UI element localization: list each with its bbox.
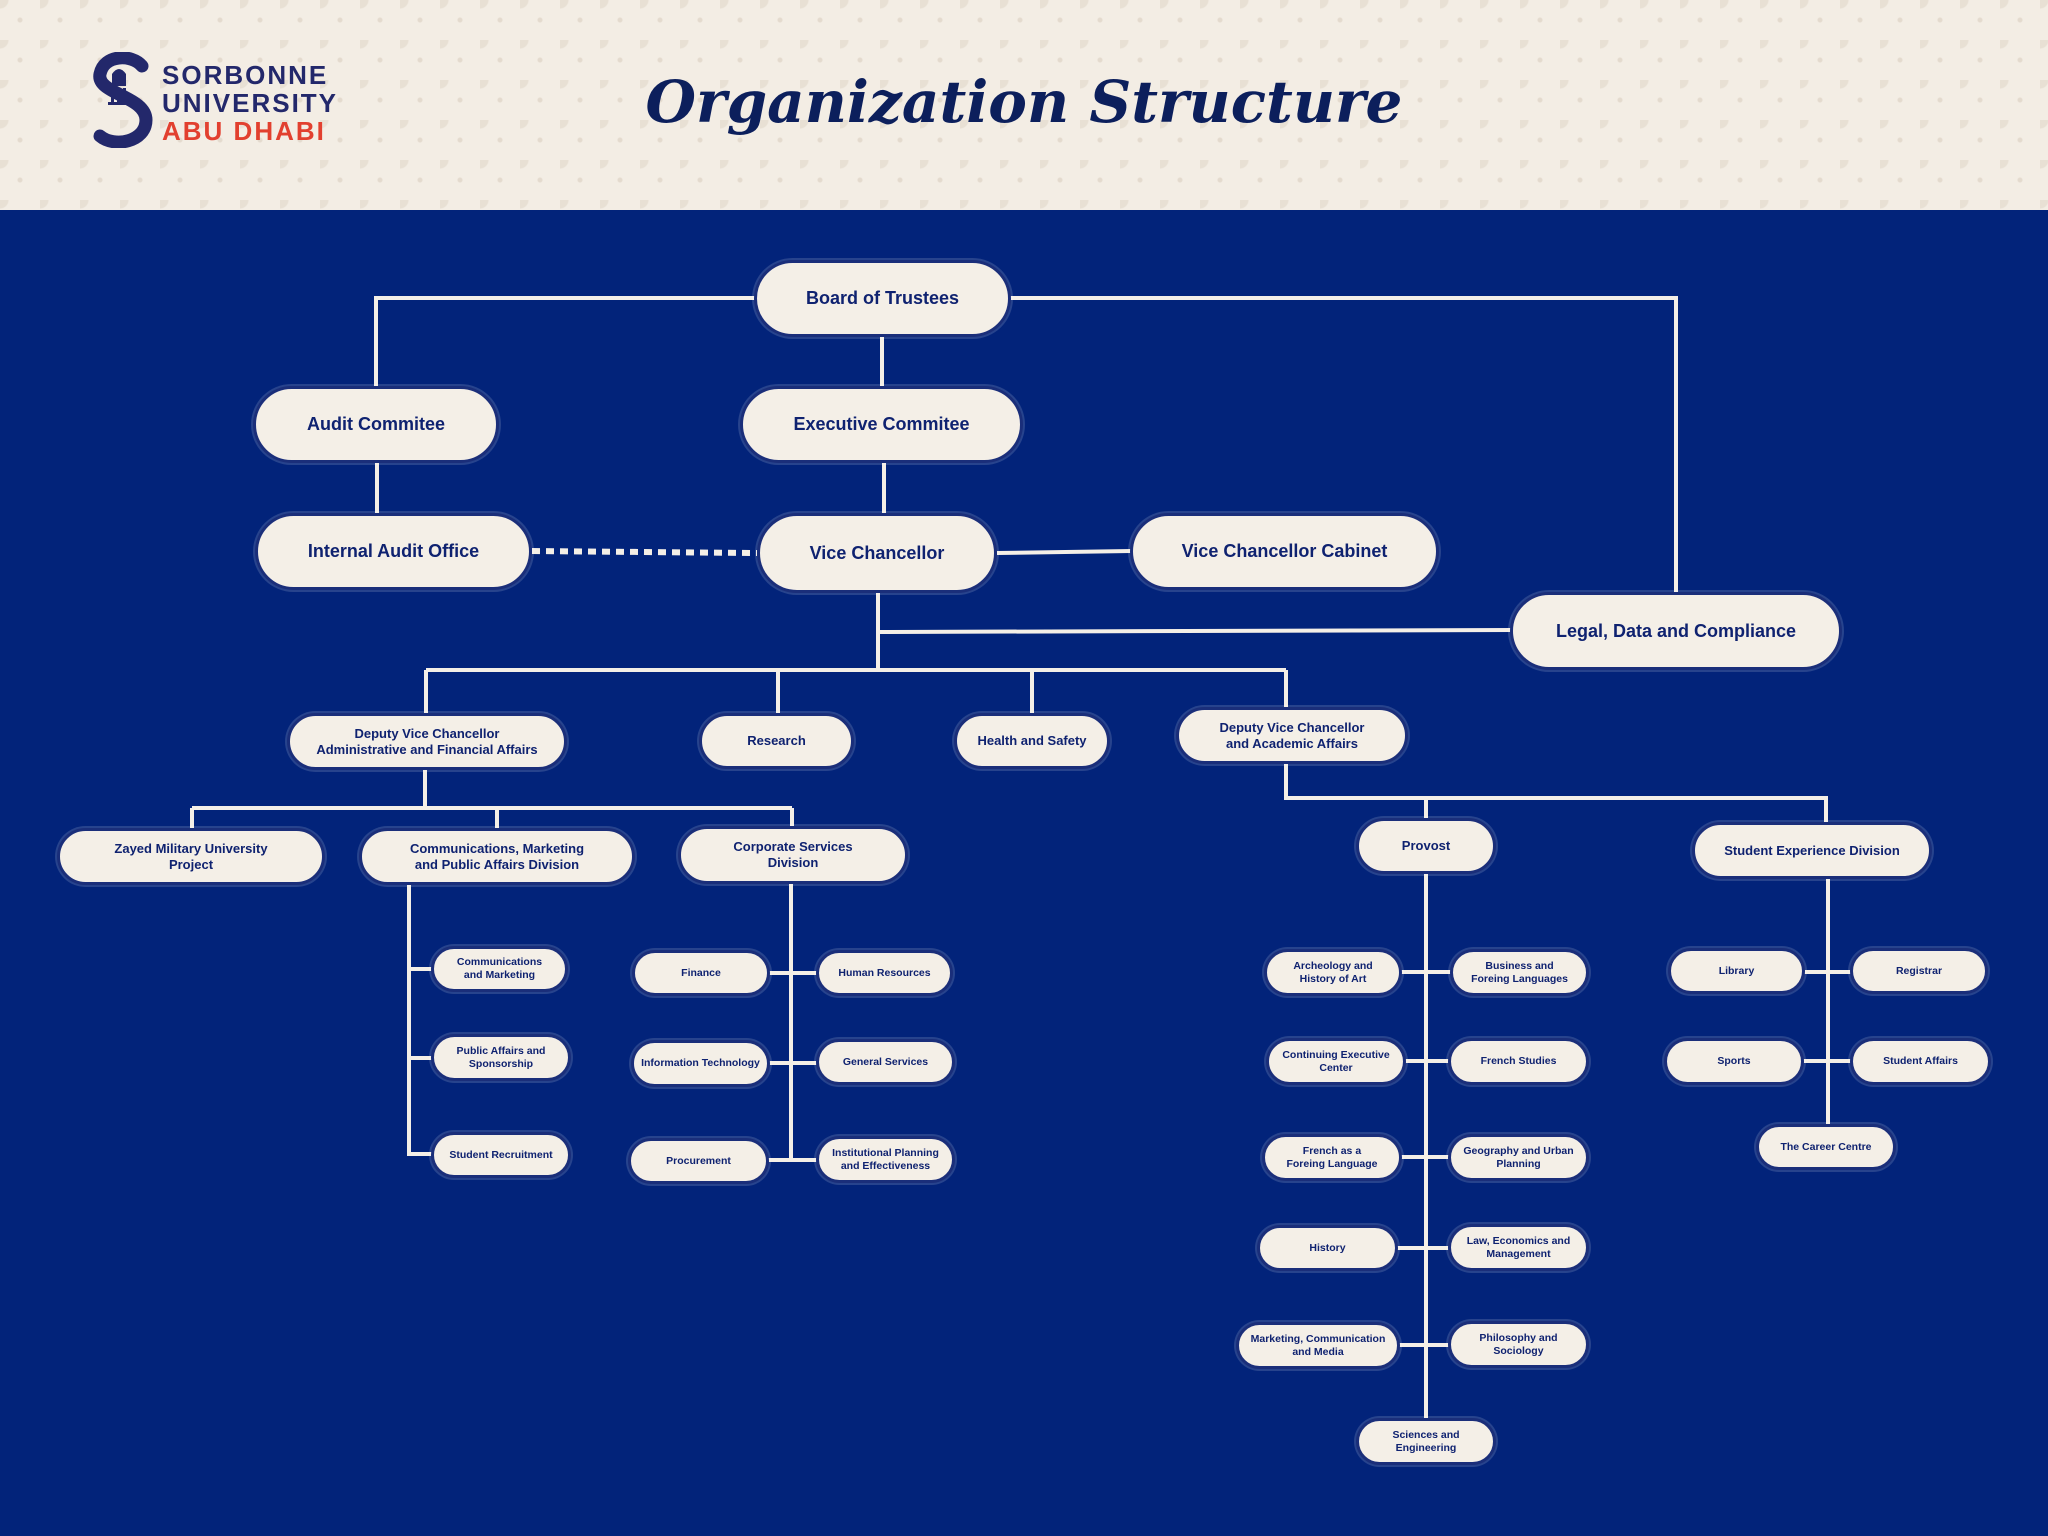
- node-registrar: Registrar: [1850, 948, 1988, 994]
- node-student-affairs: Student Affairs: [1850, 1038, 1991, 1085]
- node-marketing-communication-media: Marketing, Communication and Media: [1236, 1322, 1400, 1369]
- node-french-as-foreign-language: French as a Foreing Language: [1262, 1134, 1402, 1181]
- node-library: Library: [1668, 948, 1805, 994]
- node-vice-chancellor: Vice Chancellor: [757, 513, 997, 593]
- node-archeology-history-of-art: Archeology and History of Art: [1264, 949, 1402, 996]
- node-finance: Finance: [632, 950, 770, 996]
- node-human-resources: Human Resources: [816, 950, 953, 996]
- node-law-economics-management: Law, Economics and Management: [1448, 1224, 1589, 1271]
- node-institutional-planning: Institutional Planning and Effectiveness: [816, 1136, 955, 1183]
- logo-text-line-3: ABU DHABI: [162, 116, 326, 146]
- university-logo: SORBONNE UNIVERSITY ABU DHABI: [92, 52, 336, 148]
- node-philosophy-sociology: Philosophy and Sociology: [1448, 1321, 1589, 1368]
- node-the-career-centre: The Career Centre: [1756, 1124, 1896, 1170]
- node-executive-committee: Executive Commitee: [740, 386, 1023, 463]
- university-logo-icon: [93, 52, 153, 148]
- node-zayed-military-university-project: Zayed Military University Project: [57, 828, 325, 885]
- node-audit-committee: Audit Commitee: [253, 386, 499, 463]
- node-procurement: Procurement: [628, 1138, 769, 1184]
- page-title-text: Organization Structure: [645, 68, 1403, 136]
- node-dvc-administrative-financial: Deputy Vice Chancellor Administrative an…: [287, 713, 567, 770]
- node-sciences-engineering: Sciences and Engineering: [1356, 1418, 1496, 1465]
- page-title: Organization Structure: [0, 68, 2048, 136]
- header-banner: SORBONNE UNIVERSITY ABU DHABI Organizati…: [0, 0, 2048, 210]
- node-continuing-executive-center: Continuing Executive Center: [1266, 1038, 1406, 1085]
- node-internal-audit-office: Internal Audit Office: [255, 513, 532, 590]
- node-corporate-services-division: Corporate Services Division: [678, 826, 908, 884]
- node-health-and-safety: Health and Safety: [954, 713, 1110, 769]
- node-history: History: [1257, 1225, 1398, 1271]
- node-student-recruitment: Student Recruitment: [431, 1132, 571, 1178]
- node-geography-urban-planning: Geography and Urban Planning: [1448, 1134, 1589, 1181]
- node-dvc-academic-affairs: Deputy Vice Chancellor and Academic Affa…: [1176, 707, 1408, 764]
- node-legal-data-compliance: Legal, Data and Compliance: [1510, 592, 1842, 670]
- node-general-services: General Services: [816, 1039, 955, 1085]
- node-board-of-trustees: Board of Trustees: [754, 260, 1011, 337]
- node-vice-chancellor-cabinet: Vice Chancellor Cabinet: [1130, 513, 1439, 590]
- node-research: Research: [699, 713, 854, 769]
- logo-text-line-1: SORBONNE: [162, 60, 329, 90]
- node-sports: Sports: [1664, 1038, 1804, 1085]
- node-communications-and-marketing: Communications and Marketing: [431, 946, 568, 992]
- node-communications-division: Communications, Marketing and Public Aff…: [359, 828, 635, 885]
- node-public-affairs-sponsorship: Public Affairs and Sponsorship: [431, 1034, 571, 1081]
- node-business-foreign-languages: Business and Foreing Languages: [1450, 949, 1589, 996]
- node-student-experience-division: Student Experience Division: [1692, 822, 1932, 879]
- node-information-technology: Information Technology: [631, 1040, 770, 1087]
- node-provost: Provost: [1356, 818, 1496, 874]
- node-french-studies: French Studies: [1448, 1038, 1589, 1085]
- logo-text-line-2: UNIVERSITY: [162, 88, 339, 118]
